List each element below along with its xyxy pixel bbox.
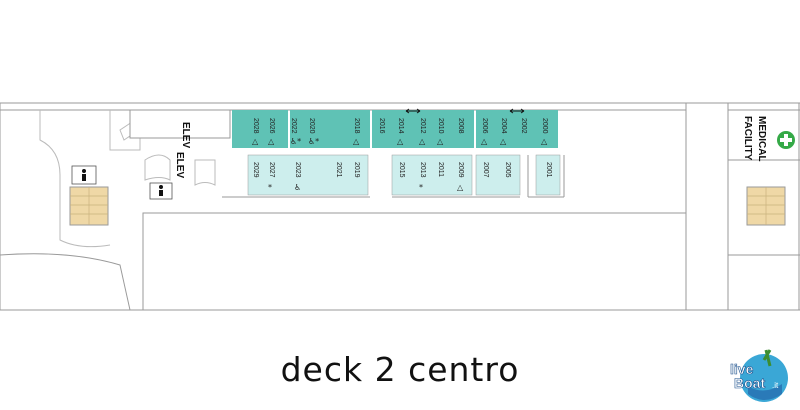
cabin-number: 2021: [335, 162, 342, 178]
svg-text:Boat: Boat: [734, 375, 765, 391]
cabin-number: 2012: [419, 118, 426, 134]
cabin-symbol: △: [500, 137, 507, 146]
cabin-number: 2019: [353, 162, 360, 178]
page-title: deck 2 centro: [280, 350, 520, 389]
cabin-symbol: △: [419, 137, 426, 146]
elevator-label: ELEV: [174, 152, 185, 178]
connecting-arrow: [405, 108, 421, 114]
cabin-symbol: △: [397, 137, 404, 146]
cabin-number: 2010: [437, 118, 444, 134]
cabin-symbol: *: [419, 183, 423, 192]
cabin-number: 2018: [353, 118, 360, 134]
cabin-number: 2028: [252, 118, 259, 134]
connecting-arrow: [509, 108, 525, 114]
cabin-symbol: *: [268, 183, 272, 192]
cabin-number: 2016: [378, 118, 385, 134]
svg-text:live: live: [730, 361, 754, 377]
cabin-number: 2015: [398, 162, 405, 178]
medical-label: FACILITY: [742, 116, 753, 161]
cabin-number: 2013: [419, 162, 426, 178]
cabin-number: 2005: [504, 162, 511, 178]
cabin-symbol: △: [437, 137, 444, 146]
cabin-number: 2004: [500, 118, 507, 134]
cabin-symbol: △: [481, 137, 488, 146]
cabin-number: 2014: [397, 118, 404, 134]
main-hall: [142, 212, 687, 311]
cabin-number: 2007: [482, 162, 489, 178]
cabin-number: 2011: [437, 162, 444, 177]
cabin-number: 2020: [308, 118, 315, 134]
cabin-symbol: ♿*: [290, 137, 301, 146]
cabin-symbol: ♿*: [308, 137, 319, 146]
restroom-icon: [149, 182, 173, 200]
cabin-number: 2026: [268, 118, 275, 134]
cabin-number: 2009: [457, 162, 464, 178]
medical-label: MEDICAL: [756, 116, 767, 162]
cabin-symbol: △: [268, 137, 275, 146]
cabin-number: 2006: [481, 118, 488, 134]
medical-cross-icon: [777, 131, 795, 149]
cabin-number: 2022: [290, 118, 297, 134]
cabin-symbol: △: [252, 137, 259, 146]
elevator-label: ELEV: [180, 122, 191, 148]
restroom-icon: [71, 165, 97, 185]
cabin-blocks: [232, 110, 561, 196]
cabin-number: 2027: [268, 162, 275, 178]
cabin-number: 2023: [294, 162, 301, 178]
cabin-symbol: △: [353, 137, 360, 146]
cabin-number: 2000: [541, 118, 548, 134]
cabin-number: 2002: [520, 118, 527, 134]
cabin-number: 2029: [252, 162, 259, 178]
cabin-symbol: ♿: [294, 183, 301, 192]
cabin-symbol: △: [457, 183, 464, 192]
cabin-symbol: △: [541, 137, 548, 146]
cabin-number: 2001: [545, 162, 552, 178]
svg-text:.it: .it: [772, 381, 779, 390]
cabin-number: 2008: [457, 118, 464, 134]
liveboat-logo: live Boat .it: [730, 349, 788, 402]
